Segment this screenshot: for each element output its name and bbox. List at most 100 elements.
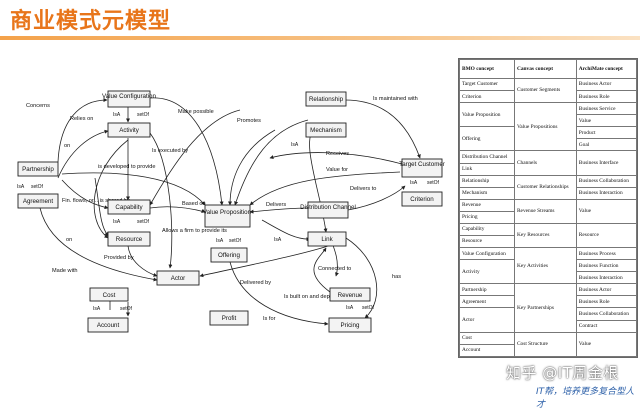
node-label: Resource	[116, 236, 143, 243]
node-mechanism: Mechanism	[305, 122, 347, 138]
node-link: Link	[307, 231, 347, 247]
canvas-concept-cell: Customer Relationships	[513, 174, 577, 200]
archimate-concept-cell: Business Interaction	[575, 271, 638, 285]
node-value-proposition: Value Proposition	[203, 204, 252, 228]
canvas-concept-cell: Key Resources	[513, 222, 577, 249]
node-label: Partnership	[22, 166, 54, 173]
page-title: 商业模式元模型	[10, 9, 172, 34]
node-label: Activity	[119, 127, 140, 134]
bmo-concept-cell: Relationship	[459, 174, 515, 188]
node-pricing: Pricing	[328, 317, 372, 333]
node-label: Revenue	[338, 292, 363, 299]
setof-label: setOf	[31, 184, 44, 190]
setof-label: setOf	[137, 219, 150, 225]
node-label: Cost	[103, 292, 116, 299]
bmo-concept-cell: Value Configuration	[459, 247, 515, 261]
edge-label-receives: Receives	[326, 151, 349, 157]
node-label: Value Configuration	[102, 93, 156, 100]
table-row: Agreement	[459, 295, 637, 309]
edge-label-is-built-on: Is built on and depends on	[284, 294, 350, 300]
bmo-concept-cell: Target Customer	[459, 77, 515, 92]
archimate-concept-cell: Resource	[575, 222, 638, 249]
node-cost: Cost	[89, 287, 129, 302]
bmo-concept-cell: Criterion	[459, 90, 515, 104]
bmo-concept-cell: Account	[459, 343, 515, 358]
table-row: Value	[460, 114, 638, 128]
edge-label-delivered-by: Delivered by	[240, 280, 271, 286]
node-label: Distribution Channel	[300, 204, 356, 211]
bmo-concept-cell: Resource	[459, 235, 515, 249]
edge-labels: Concerns Relies on Make possible on on i…	[26, 96, 418, 322]
archimate-concept-cell: Product	[575, 126, 638, 140]
edge-label-concerns: Concerns	[26, 103, 50, 109]
node-label: Capability	[115, 204, 143, 211]
node-label: Relationship	[309, 96, 344, 103]
node-label: Account	[97, 322, 120, 329]
node-value-configuration: Value Configuration	[102, 90, 157, 108]
bmo-concept-cell: Activity	[459, 259, 515, 285]
bmo-concept-cell: Mechanism	[459, 186, 515, 200]
edge-label-is-developed-to-provide: is developed to provide	[98, 164, 156, 170]
archimate-concept-cell: Value	[575, 198, 638, 224]
node-label: Agreement	[23, 198, 54, 205]
setof-label: setOf	[229, 238, 242, 244]
node-distribution-channel: Distribution Channel	[300, 201, 356, 219]
bmo-concept-cell: Partnership	[459, 283, 515, 297]
archimate-concept-cell: Business Role	[575, 90, 638, 104]
edge-label-delivers: Delivers	[266, 202, 286, 208]
node-account: Account	[87, 317, 129, 333]
setof-label: setOf	[137, 112, 150, 118]
node-agreement: Agreement	[17, 193, 59, 209]
node-label: Offering	[218, 252, 240, 259]
isa-label: IsA	[17, 184, 25, 190]
node-criterion: Criterion	[401, 191, 443, 207]
canvas-concept-cell: Customer Segments	[513, 77, 577, 104]
table-row: Actor	[459, 307, 637, 333]
node-actor: Actor	[156, 270, 200, 286]
archimate-concept-cell: Business Collaboration	[575, 307, 638, 321]
node-label: Mechanism	[310, 127, 342, 134]
node-target-customer: Target Customer	[399, 158, 445, 178]
archimate-concept-cell: Business Interface	[575, 150, 638, 176]
canvas-concept-cell: Key Activities	[513, 247, 577, 285]
canvas-concept-cell: Revenue Streams	[513, 198, 577, 224]
node-label: Target Customer	[399, 161, 445, 168]
bmo-concept-cell: Capability	[459, 222, 515, 237]
edge-label-on-1: on	[64, 143, 70, 149]
canvas-concept-cell: Value Propositions	[513, 102, 577, 152]
table-row: Account	[459, 343, 637, 358]
edge-label-provided-by: Provided by	[104, 255, 134, 261]
node-label: Value Proposition	[203, 209, 252, 216]
isa-label: IsA	[113, 112, 121, 118]
setof-label: setOf	[120, 306, 133, 312]
table-row: Criterion Business Role	[459, 90, 638, 104]
archimate-concept-cell: Business Function	[575, 259, 638, 273]
archimate-concept-cell: Business Actor	[575, 283, 638, 297]
archimate-concept-cell: Business Role	[575, 295, 638, 309]
archimate-concept-cell: Business Service	[575, 102, 638, 116]
canvas-concept-cell: Channels	[513, 150, 577, 176]
archimate-concept-cell: Business Actor	[575, 77, 638, 92]
edge-label-is-executed-by: Is executed by	[152, 148, 188, 154]
archimate-concept-cell: Business Interaction	[575, 186, 638, 200]
node-offering: Offering	[210, 247, 248, 263]
edge-label-relies-on: Relies on	[70, 116, 93, 122]
node-partnership: Partnership	[17, 161, 59, 177]
setof-label: setOf	[362, 305, 375, 311]
edge-label-allows-a-firm: Allows a firm to provide its	[162, 228, 227, 234]
table-row: Activity	[459, 259, 637, 285]
bmo-concept-cell: Agreement	[459, 295, 515, 309]
watermark-author: 知乎 @IT周金根	[506, 364, 619, 382]
business-model-diagram: Concerns Relies on Make possible on on i…	[17, 90, 445, 333]
bmo-concept-cell: Link	[459, 162, 515, 176]
bmo-concept-cell: Revenue	[459, 198, 515, 212]
table-row: Mechanism Business Interaction	[459, 186, 638, 200]
node-label: Actor	[171, 275, 185, 282]
isa-label: IsA	[113, 219, 121, 225]
